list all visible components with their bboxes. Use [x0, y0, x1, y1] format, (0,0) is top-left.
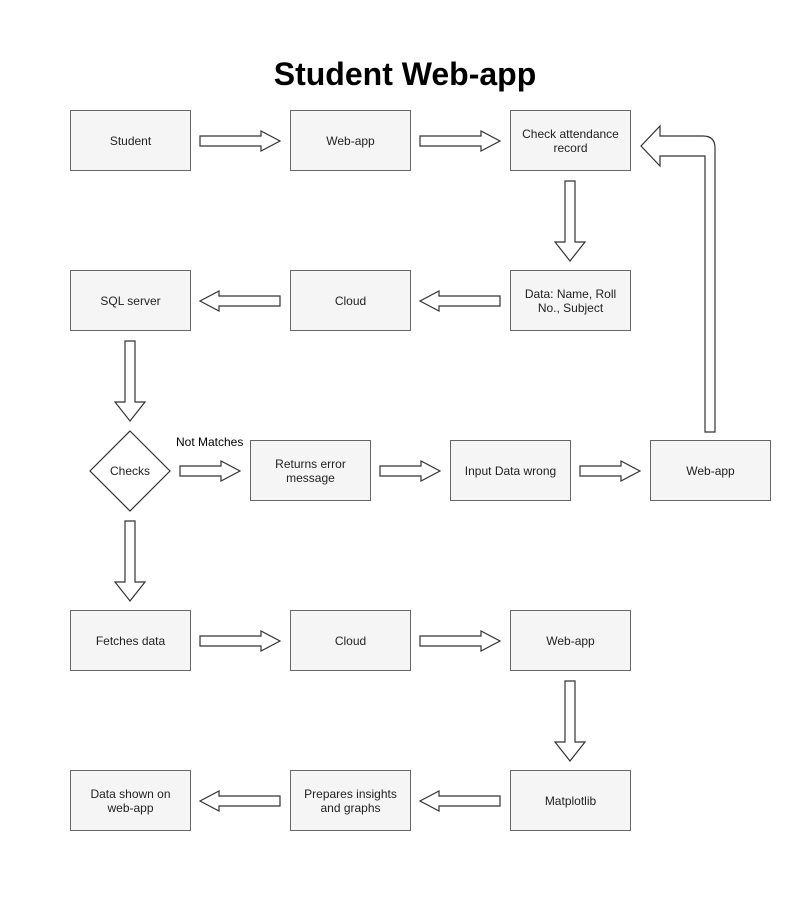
node-data-shown: Data shown on web-app	[70, 770, 191, 831]
loop-back-arrow	[640, 124, 716, 433]
node-checks: Checks	[109, 464, 150, 478]
arrow-data-to-cloud	[418, 290, 501, 312]
arrow-layer	[113, 130, 642, 812]
node-webapp-2: Web-app	[650, 440, 771, 501]
arrow-cloud-to-sql	[198, 290, 281, 312]
node-student: Student	[70, 110, 191, 171]
edge-label-not-matches: Not Matches	[176, 435, 244, 449]
checks-decision-shape	[89, 430, 171, 512]
node-fetches-data: Fetches data	[70, 610, 191, 671]
node-check-attendance: Check attendance record	[510, 110, 631, 171]
node-cloud-2: Cloud	[290, 610, 411, 671]
node-webapp-3: Web-app	[510, 610, 631, 671]
arrow-prepares-to-shown	[198, 790, 281, 812]
node-cloud-1: Cloud	[290, 270, 411, 331]
arrow-input-to-webapp	[579, 460, 642, 482]
arrow-matplotlib-to-prepares	[418, 790, 501, 812]
node-webapp-1: Web-app	[290, 110, 411, 171]
node-matplotlib: Matplotlib	[510, 770, 631, 831]
arrow-error-to-input	[379, 460, 442, 482]
node-prepares-insights: Prepares insights and graphs	[290, 770, 411, 831]
diagram-title: Student Web-app	[273, 56, 537, 92]
arrow-webapp-to-matplotlib	[553, 680, 587, 762]
node-returns-error: Returns error message	[250, 440, 371, 501]
arrow-fetch-to-cloud	[199, 630, 282, 652]
arrow-sql-to-checks	[113, 340, 147, 422]
arrow-check-to-data	[553, 180, 587, 262]
arrow-webapp-to-check	[419, 130, 502, 152]
node-data-fields: Data: Name, Roll No., Subject	[510, 270, 631, 331]
node-input-wrong: Input Data wrong	[450, 440, 571, 501]
arrow-cloud-to-webapp	[419, 630, 502, 652]
node-sql-server: SQL server	[70, 270, 191, 331]
arrow-checks-to-fetch	[113, 520, 147, 602]
arrow-checks-to-error	[179, 460, 242, 482]
arrow-student-to-webapp	[199, 130, 282, 152]
